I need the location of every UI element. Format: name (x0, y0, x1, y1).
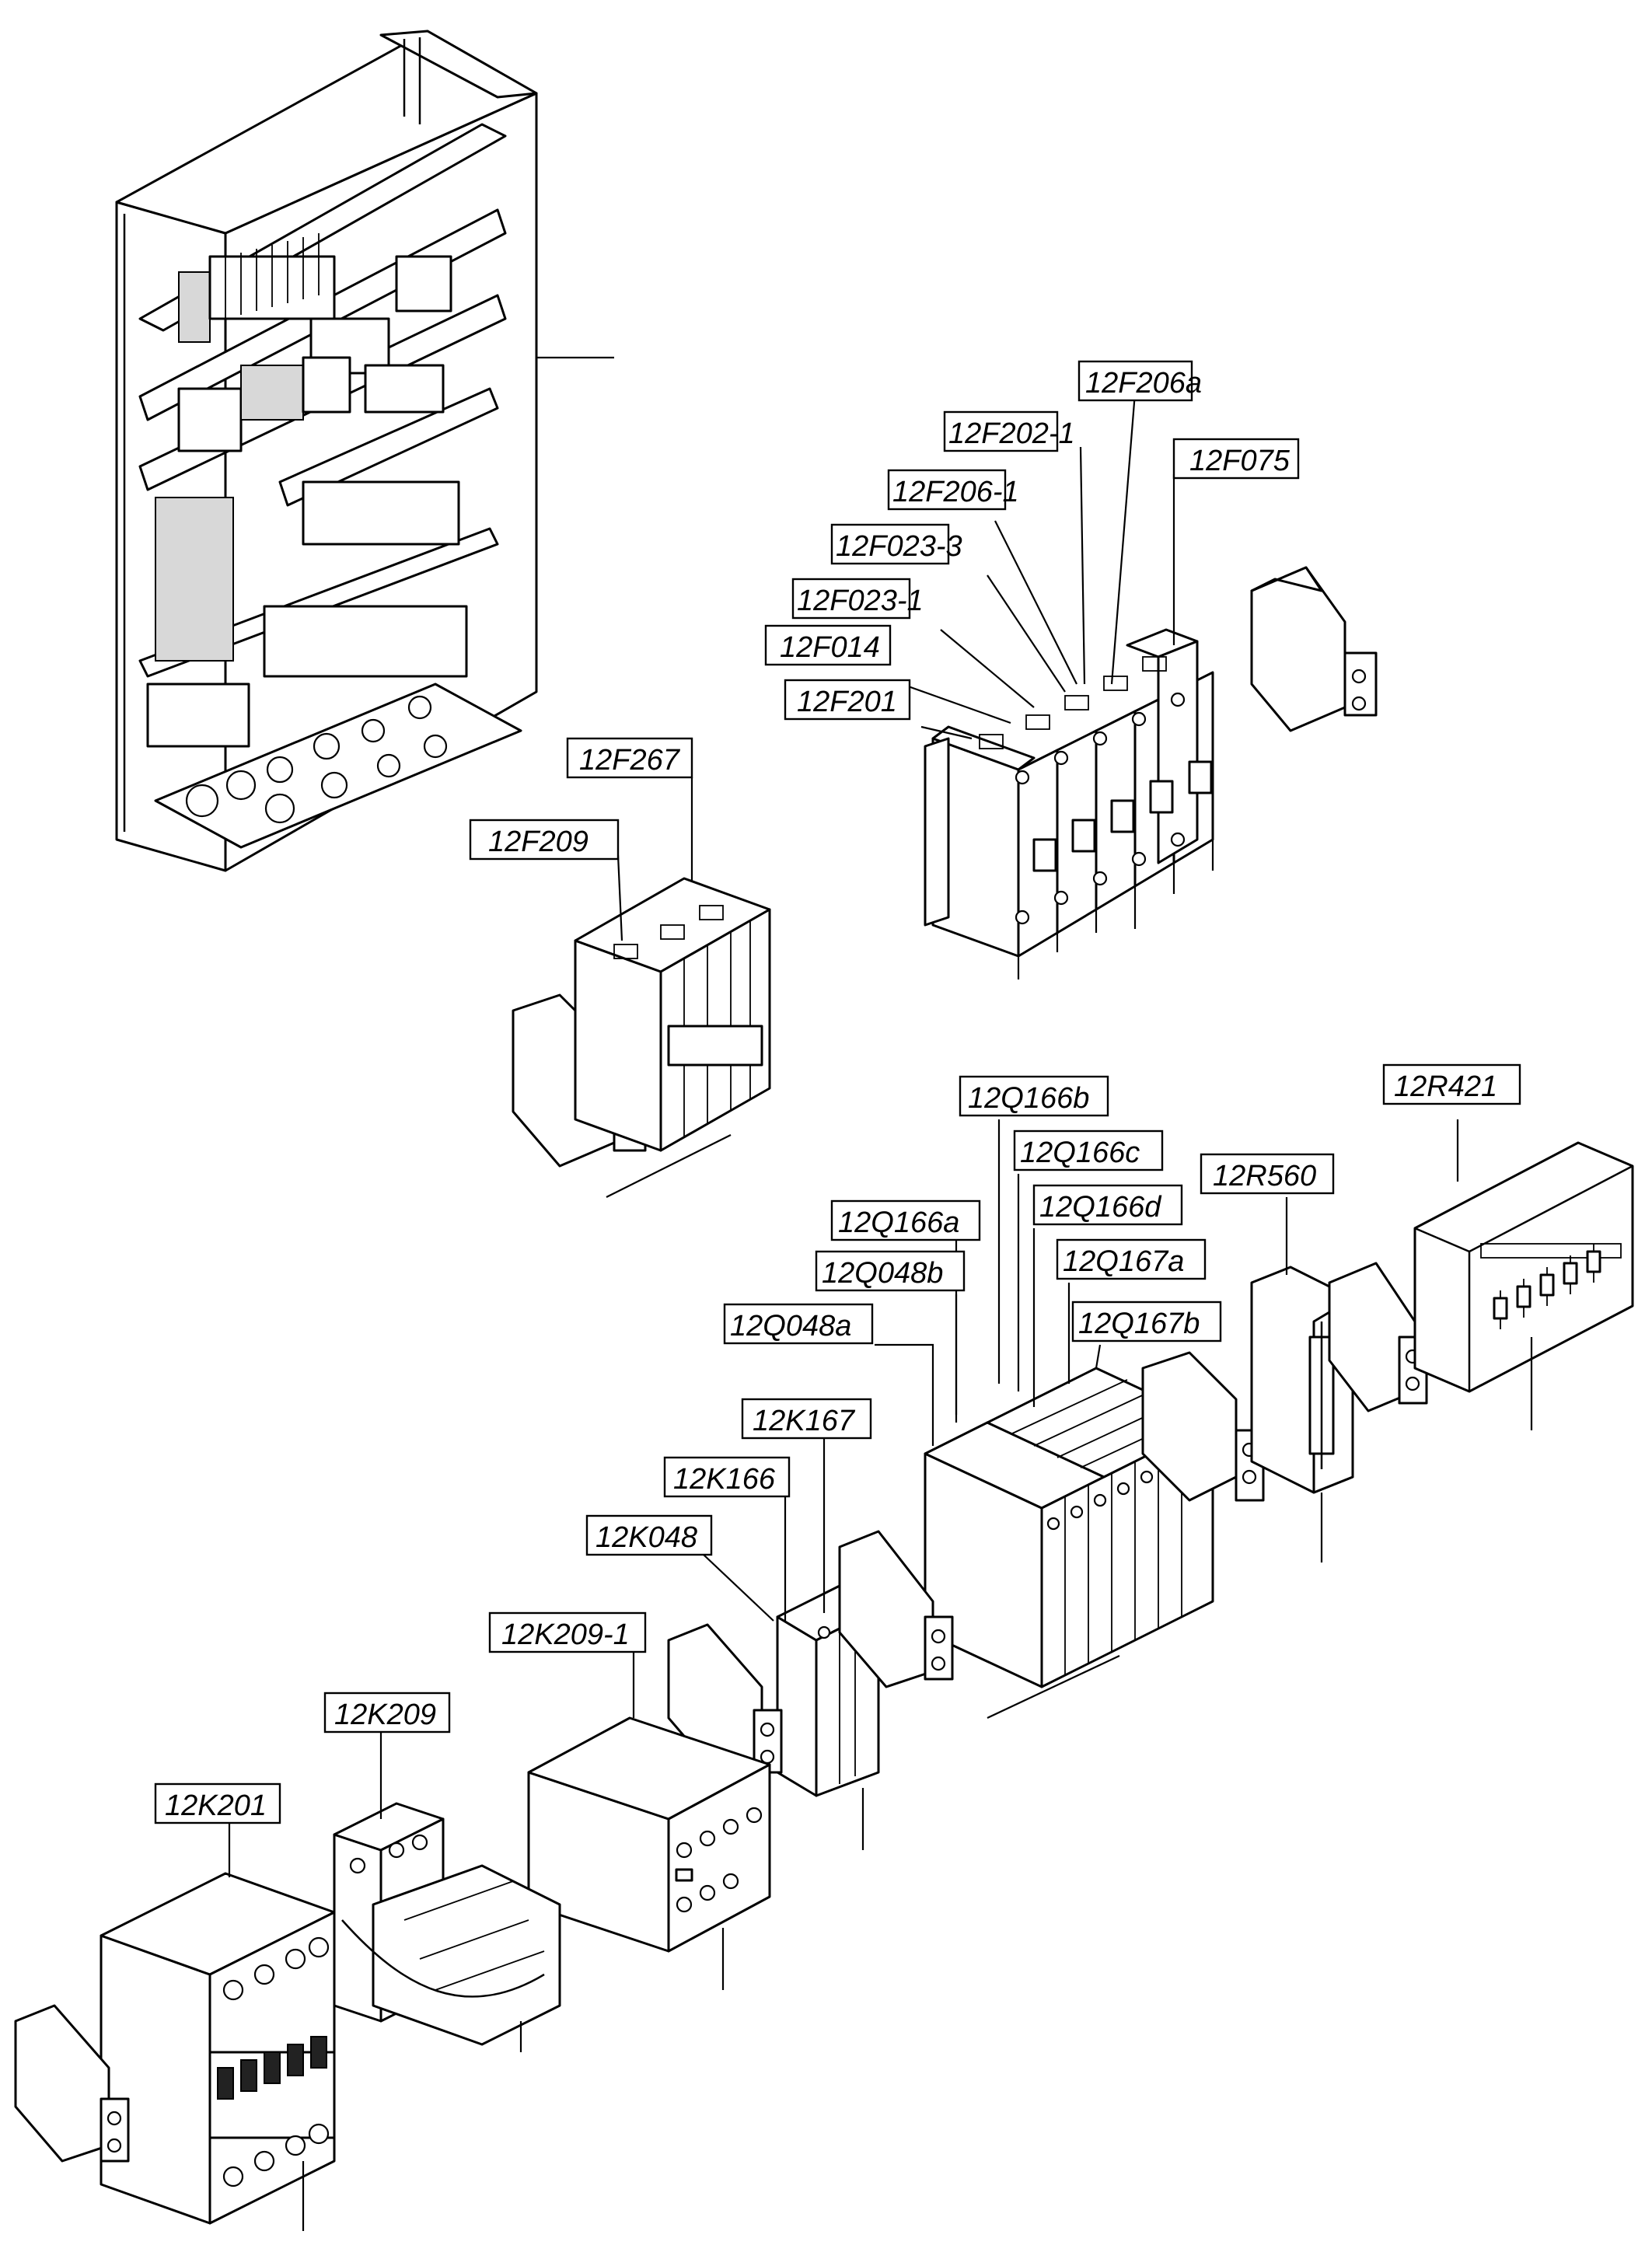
svg-text:12F202-1: 12F202-1 (948, 417, 1075, 450)
svg-text:12F075: 12F075 (1189, 445, 1291, 477)
svg-text:12K201: 12K201 (165, 1789, 267, 1822)
callout-12Q166d: 12Q166d (1032, 1184, 1183, 1226)
svg-text:12R560: 12R560 (1213, 1160, 1316, 1192)
svg-text:12Q166b: 12Q166b (968, 1082, 1089, 1115)
end-bracket-12K201 (14, 2004, 130, 2163)
svg-text:12F206-1: 12F206-1 (892, 476, 1019, 508)
svg-text:12F023-1: 12F023-1 (797, 585, 924, 617)
svg-text:12K209: 12K209 (334, 1699, 436, 1731)
contactor-12K201 (100, 1872, 336, 2231)
callout-12K201: 12K201 (154, 1782, 281, 1824)
svg-text:12F201: 12F201 (797, 686, 897, 718)
svg-text:12Q166d: 12Q166d (1039, 1191, 1162, 1224)
svg-text:12F209: 12F209 (488, 826, 589, 858)
callout-12K209: 12K209 (323, 1692, 451, 1734)
callout-12F209: 12F209 (469, 819, 620, 861)
breaker-group-12F (924, 628, 1214, 979)
callout-12F202-1: 12F202-1 (943, 410, 1075, 452)
callout-12F023-1: 12F023-1 (791, 578, 924, 620)
svg-text:12Q167b: 12Q167b (1078, 1308, 1200, 1340)
cabinet-terminal-blocks (146, 233, 468, 748)
callout-12F023-3: 12F023-3 (830, 523, 962, 565)
module-group-12Q (924, 1367, 1214, 1719)
svg-text:12K048: 12K048 (595, 1521, 697, 1554)
svg-text:12F014: 12F014 (780, 631, 880, 664)
svg-text:12F206a: 12F206a (1085, 367, 1202, 400)
callout-12K167: 12K167 (741, 1398, 872, 1440)
svg-text:12Q166a: 12Q166a (838, 1206, 959, 1239)
callout-12F075: 12F075 (1172, 438, 1300, 480)
leader-lines (228, 392, 1459, 1877)
svg-text:12K167: 12K167 (753, 1405, 856, 1437)
cabinet-gland-plate (154, 683, 522, 849)
svg-text:12Q048a: 12Q048a (730, 1310, 851, 1342)
svg-text:12F267: 12F267 (579, 744, 681, 777)
callout-12F201: 12F201 (784, 679, 911, 721)
control-cabinet (115, 30, 614, 872)
callout-12F267: 12F267 (566, 737, 693, 779)
aux-block-12K209-1 (527, 1716, 771, 1990)
callout-12R560: 12R560 (1200, 1153, 1335, 1195)
callout-12K209-1: 12K209-1 (488, 1611, 647, 1653)
end-bracket-12F (1250, 566, 1378, 732)
end-bracket-12Q (1141, 1351, 1265, 1502)
callout-12Q048a: 12Q048a (723, 1303, 874, 1345)
callout-12Q166b: 12Q166b (959, 1075, 1109, 1117)
svg-text:12Q167a: 12Q167a (1063, 1245, 1184, 1278)
callout-12Q048b: 12Q048b (815, 1250, 966, 1292)
callout-12K048: 12K048 (585, 1514, 713, 1556)
svg-text:12Q048b: 12Q048b (822, 1257, 943, 1290)
callout-12Q167a: 12Q167a (1056, 1238, 1207, 1280)
callout-12F014: 12F014 (764, 624, 892, 666)
end-bracket-12K16x-right (838, 1530, 954, 1688)
svg-text:12F023-3: 12F023-3 (836, 530, 962, 563)
callout-12Q167b: 12Q167b (1071, 1301, 1222, 1342)
contactor-12K209 (333, 1802, 561, 2052)
svg-text:12Q166c: 12Q166c (1020, 1136, 1140, 1169)
callout-12F206a: 12F206a (1077, 360, 1202, 402)
callout-12Q166a: 12Q166a (830, 1199, 981, 1241)
svg-text:12K209-1: 12K209-1 (501, 1618, 630, 1651)
breaker-group-12F209 (512, 877, 771, 1198)
callout-12F206-1: 12F206-1 (887, 469, 1019, 511)
callout-12Q166c: 12Q166c (1013, 1130, 1164, 1171)
callout-12R421: 12R421 (1382, 1063, 1521, 1105)
callout-12K166: 12K166 (663, 1456, 791, 1498)
resistor-block-12R421 (1413, 1141, 1634, 1430)
svg-text:12R421: 12R421 (1394, 1070, 1497, 1103)
svg-text:12K166: 12K166 (673, 1463, 776, 1496)
